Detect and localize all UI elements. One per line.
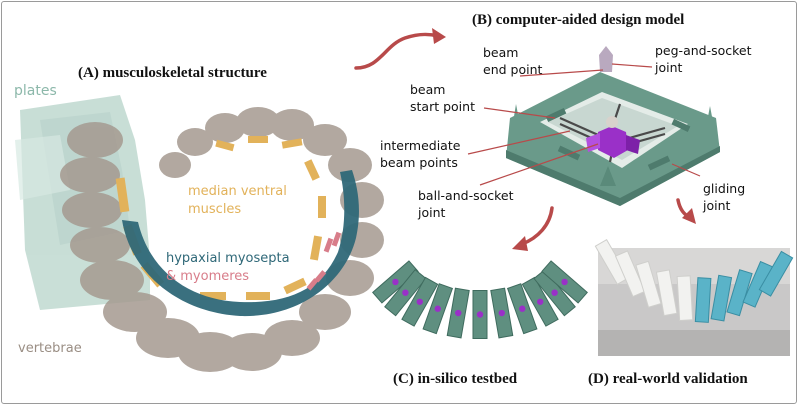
intermediate-beam-points-label-line2: beam points (380, 155, 458, 170)
panel-b-leader-lines (467, 63, 701, 186)
panel-a-title: (A) musculoskeletal structure (78, 65, 267, 81)
chain-segment (655, 269, 678, 317)
panel-c-testbed-illustration (372, 260, 588, 339)
arrow-b-to-c (520, 206, 554, 246)
chain-segment (694, 277, 712, 323)
beam-start-point-label-line2: start point (410, 99, 475, 114)
median-ventral-label-line1: median ventral (188, 184, 287, 199)
ball-and-socket-label-line1: ball-and-socket (418, 188, 514, 203)
chain-joint (416, 298, 423, 305)
panel-c-title: (C) in-silico testbed (393, 371, 518, 387)
beam-end-point-label-line1: beam (483, 45, 518, 60)
hypaxial-label-line1: hypaxial myosepta (166, 251, 290, 266)
peg-and-socket-pegs (511, 46, 716, 186)
arrow-heads (432, 28, 696, 251)
chain-joint (455, 309, 462, 317)
chain-segment (635, 260, 662, 308)
gliding-joint-label-line1: gliding (703, 181, 745, 196)
chain-segment (710, 274, 733, 322)
panel-a-illustration (15, 95, 384, 372)
peg-and-socket-label-line2: joint (654, 60, 683, 75)
arrow-a-to-b (354, 32, 440, 70)
median-ventral-label-line2: muscles (188, 202, 241, 217)
chain-joint (519, 305, 526, 312)
chain-segment (758, 250, 794, 297)
ball-and-socket-label-line2: joint (417, 205, 446, 220)
beam-start-point-label-line1: beam (410, 82, 445, 97)
arrow-head-b-to-d (682, 208, 696, 224)
gliding-joint-label-line2: joint (702, 198, 731, 213)
chain-segment (614, 250, 646, 298)
panel-d-photo (594, 239, 794, 356)
vertebrae-label: vertebrae (18, 341, 82, 356)
intermediate-beam-points-label-line1: intermediate (380, 138, 461, 153)
chain-segment (676, 275, 694, 322)
arrow-head-a-to-b (432, 28, 446, 44)
chain-joint (537, 298, 544, 305)
panel-d-title: (D) real-world validation (588, 371, 748, 387)
beam-end-point-label-line2: end point (483, 62, 542, 77)
panel-b-title: (B) computer-aided design model (472, 12, 684, 28)
hypaxial-label-line2: & myomeres (166, 269, 249, 284)
chain-joint (402, 289, 409, 296)
arrow-head-b-to-c (512, 236, 528, 251)
peg-and-socket-label-line1: peg-and-socket (655, 43, 752, 58)
chain-joint (476, 311, 484, 318)
real-world-prototype (594, 239, 794, 323)
cad-frame-grooves (545, 108, 691, 171)
vertebrae-illustration (60, 107, 384, 372)
chain-joint (551, 289, 558, 296)
myomeres (306, 231, 342, 291)
chain-joint (392, 278, 399, 286)
chain-joint (498, 309, 505, 317)
chain-joint (561, 278, 568, 286)
chain-joint (434, 305, 441, 312)
plates-label: plates (14, 83, 57, 99)
